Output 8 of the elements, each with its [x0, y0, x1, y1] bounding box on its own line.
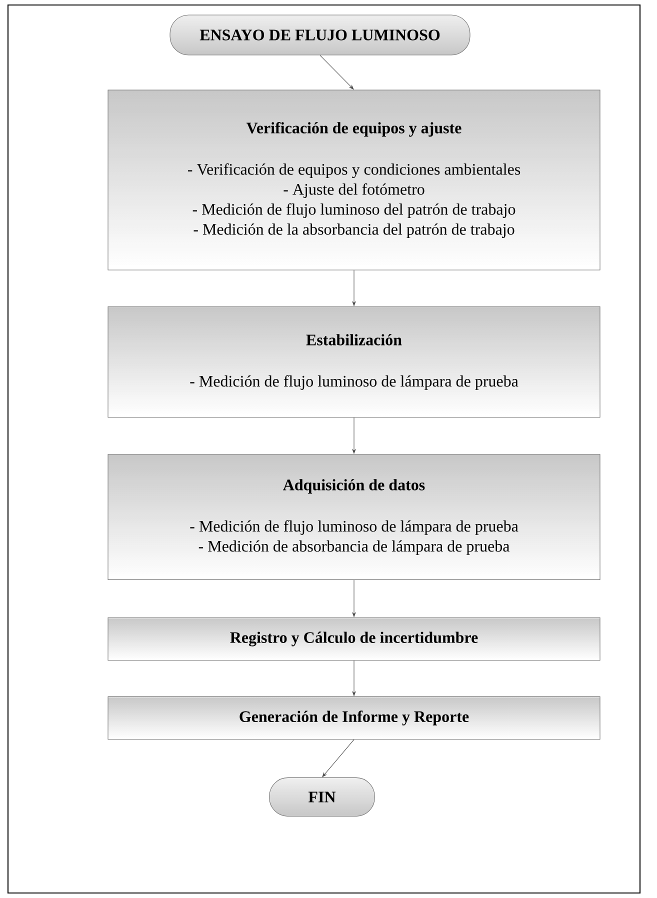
arrow [322, 739, 354, 778]
terminal-pill: FIN [269, 777, 375, 817]
process-box: Generación de Informe y Reporte [108, 696, 600, 740]
process-box: Registro y Cálculo de incertidumbre [108, 617, 600, 661]
process-box: Estabilización - Medición de flujo luminoso de lámpara de prueba [108, 306, 600, 418]
terminal-pill: ENSAYO DE FLUJO LUMINOSO [170, 14, 470, 56]
process-box: Verificación de equipos y ajuste - Verificación de equipos y condiciones ambientales - Ajuste del fotómetro - Medición de flujo luminoso del patrón de trabajo - Medición de la absorbancia del patrón de trabajo [108, 90, 600, 270]
process-box: Adquisición de datos - Medición de flujo luminoso de lámpara de prueba - Medición de absorbancia de lámpara de prueba [108, 454, 600, 580]
